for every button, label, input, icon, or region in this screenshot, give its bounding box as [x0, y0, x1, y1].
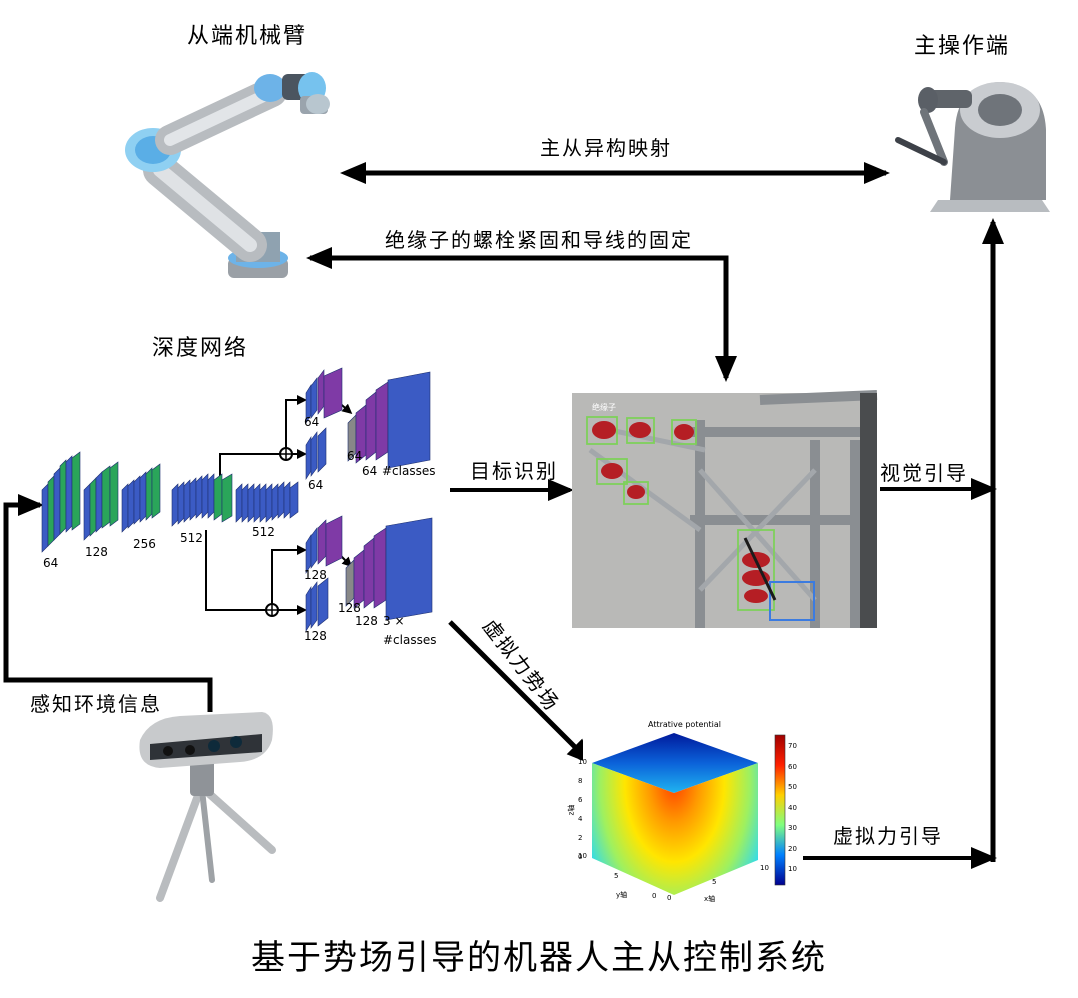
- plot-z-tick: 10: [578, 758, 587, 766]
- plot-y-tick-1: 5: [614, 872, 619, 880]
- net-label-bot-128a: 128: [304, 568, 327, 582]
- figure-caption: 基于势场引导的机器人主从控制系统: [251, 938, 827, 978]
- plot-colorbar-tick: 60: [788, 762, 797, 771]
- photo-tag: 绝缘子: [592, 403, 616, 412]
- plot-y-label: y轴: [616, 891, 628, 899]
- slave-arm-label: 从端机械臂: [187, 24, 308, 49]
- net-label-top-64d: 64: [362, 464, 378, 478]
- net-label-128: 128: [85, 545, 108, 559]
- plot-z-tick: 4: [578, 815, 583, 823]
- net-label-bot-128d: 128: [355, 614, 378, 628]
- plot-y-tick-2: 0: [652, 892, 657, 900]
- deep-network-label: 深度网络: [152, 336, 249, 361]
- plot-x-tick-2: 10: [760, 864, 769, 872]
- fastening-task-label: 绝缘子的螺栓紧固和导线的固定: [385, 228, 693, 252]
- plot-z-tick: 2: [578, 834, 583, 842]
- net-label-256: 256: [133, 537, 156, 551]
- plot-x-label: x轴: [704, 895, 716, 903]
- visual-guidance-label: 视觉引导: [880, 461, 968, 485]
- net-label-512b: 512: [252, 525, 275, 539]
- hetero-mapping-label: 主从异构映射: [540, 136, 672, 160]
- virtual-force-guidance-label: 虚拟力引导: [833, 824, 943, 848]
- net-label-top-64b: 64: [308, 478, 324, 492]
- net-label-top-64c: 64: [347, 449, 363, 463]
- plot-y-tick-0: 10: [578, 852, 587, 860]
- plot-x-tick-1: 5: [712, 878, 717, 886]
- plot-title: Attrative potential: [648, 720, 721, 729]
- net-label-bot-128c: 128: [338, 601, 361, 615]
- plot-colorbar-tick: 70: [788, 742, 797, 750]
- potential-field-arrow: [448, 620, 593, 765]
- master-end-label: 主操作端: [914, 34, 1011, 59]
- plot-colorbar-tick: 50: [788, 783, 797, 791]
- plot-z-tick: 6: [578, 796, 583, 804]
- net-label-64: 64: [43, 556, 59, 570]
- net-label-top-64a: 64: [304, 415, 320, 429]
- plot-colorbar-tick: 30: [788, 824, 797, 832]
- perceive-environment-label: 感知环境信息: [30, 692, 162, 716]
- plot-z-tick: 0: [578, 853, 583, 861]
- net-label-bot-classes: #classes: [383, 633, 437, 647]
- plot-colorbar-tick: 20: [788, 844, 797, 853]
- net-label-top-classes: #classes: [382, 464, 436, 478]
- plot-z-tick: 8: [578, 777, 583, 785]
- target-recognition-label: 目标识别: [470, 459, 558, 483]
- plot-colorbar-tick: 10: [788, 865, 797, 873]
- plot-colorbar-tick: 40: [788, 803, 797, 812]
- net-label-bot-3x: 3 ×: [383, 614, 405, 628]
- net-label-512a: 512: [180, 531, 203, 545]
- net-label-bot-128b: 128: [304, 629, 327, 643]
- perception-arrow: [3, 494, 213, 712]
- plot-x-tick-0: 0: [667, 894, 672, 902]
